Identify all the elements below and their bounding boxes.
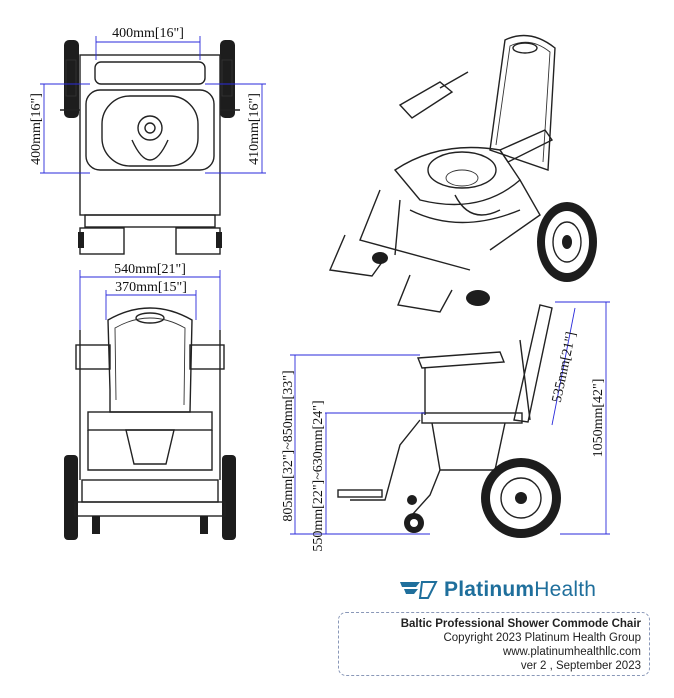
brand-name-light: Health <box>534 578 597 601</box>
top-view <box>40 36 266 255</box>
dim-armrest-height: 805mm[32"]~850mm[33"] <box>281 370 296 521</box>
brand-name: PlatinumHealth <box>444 578 596 602</box>
dim-overall-width: 540mm[21"] <box>114 262 186 277</box>
brand-name-bold: Platinum <box>444 578 535 601</box>
brand-logo: PlatinumHealth <box>398 574 658 606</box>
front-view <box>64 270 236 540</box>
dim-left-depth: 400mm[16"] <box>29 93 44 165</box>
dim-top-width: 400mm[16"] <box>112 26 184 41</box>
dim-back-width: 370mm[15"] <box>115 280 187 295</box>
product-name: Baltic Professional Shower Commode Chair <box>400 618 641 630</box>
title-block: Baltic Professional Shower Commode Chair… <box>338 612 650 676</box>
perspective-view <box>328 34 597 313</box>
dim-seat-height: 550mm[22"]~630mm[24"] <box>311 400 326 551</box>
dim-backrest-height: 535mm[21"] <box>550 331 580 404</box>
version-text: ver 2 , September 2023 <box>520 660 641 672</box>
website-text: www.platinumhealthllc.com <box>502 646 641 658</box>
dim-right-depth: 410mm[16"] <box>247 93 262 165</box>
copyright-text: Copyright 2023 Platinum Health Group <box>443 632 641 644</box>
dim-overall-height: 1050mm[42"] <box>591 379 606 458</box>
wing-icon <box>400 581 438 599</box>
side-view <box>290 301 610 538</box>
